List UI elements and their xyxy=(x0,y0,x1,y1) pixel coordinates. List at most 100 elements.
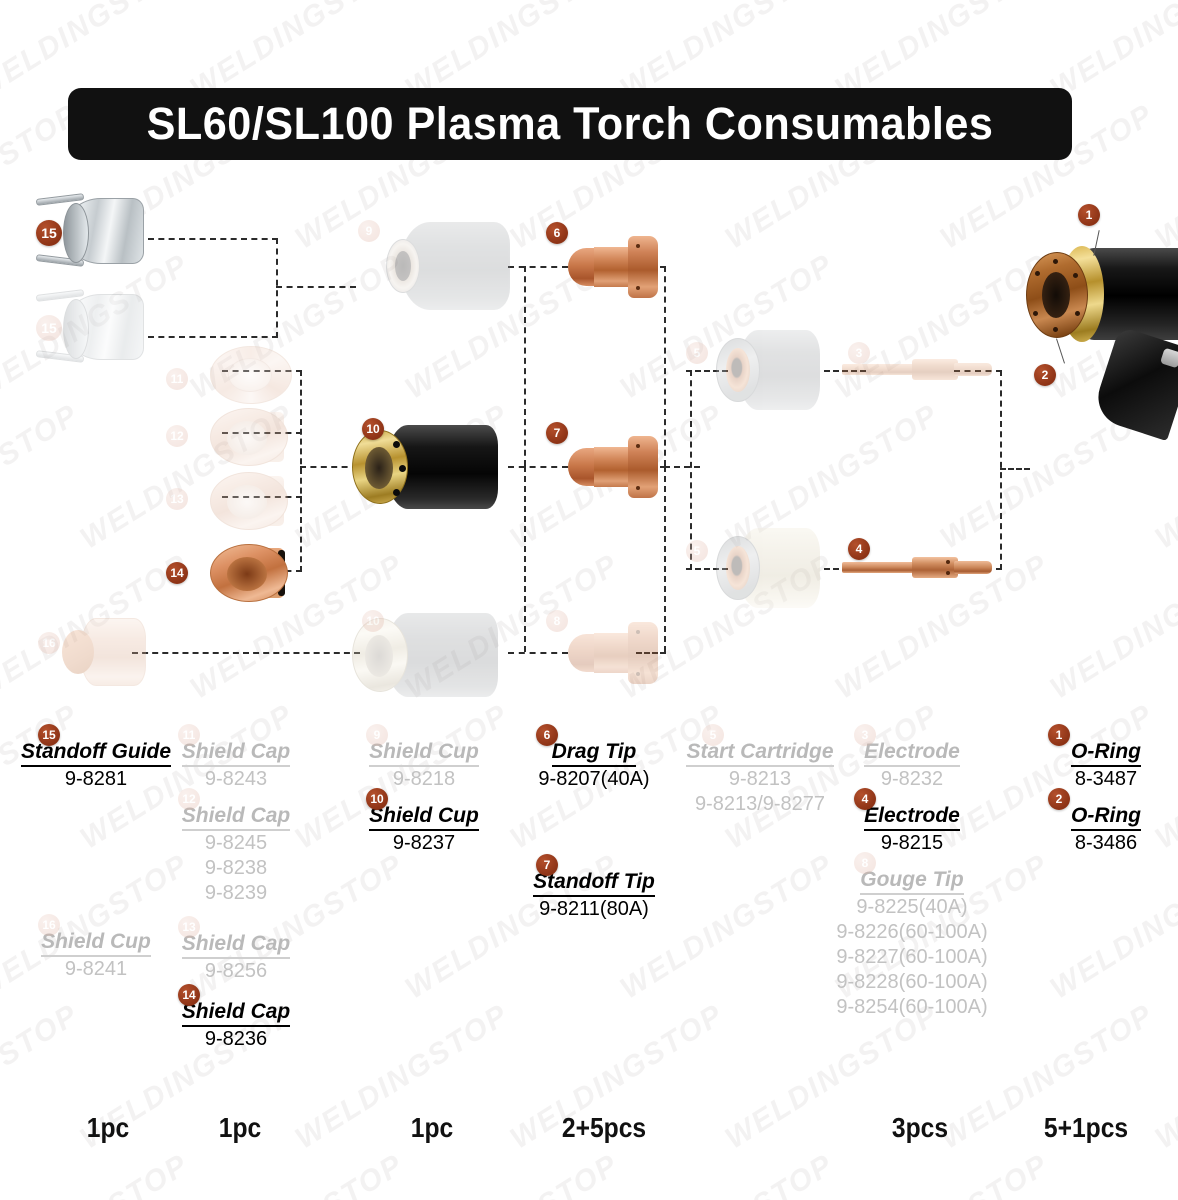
diagram-badge-5-alt[interactable]: 5 xyxy=(686,540,708,562)
legend-part-number: 9-8227(60-100A) xyxy=(836,946,988,968)
legend-badge-5[interactable]: 5 xyxy=(702,724,724,746)
connector-line xyxy=(508,466,568,468)
diagram-badge-15[interactable]: 15 xyxy=(36,220,62,246)
part-shield-cap-11 xyxy=(206,346,296,404)
legend-badge-8[interactable]: 8 xyxy=(854,852,876,874)
standoff-body xyxy=(63,294,144,360)
diagram-badge-10-alt[interactable]: 10 xyxy=(362,610,384,632)
legend-badge-7[interactable]: 7 xyxy=(536,854,558,876)
connector-line xyxy=(636,652,666,654)
connector-line xyxy=(664,266,666,466)
diagram-badge-15-alt[interactable]: 15 xyxy=(36,315,62,341)
legend-part-name: Shield Cap xyxy=(181,1000,291,1027)
legend-badge-14[interactable]: 14 xyxy=(178,984,200,1006)
legend-badge-2[interactable]: 2 xyxy=(1048,788,1070,810)
legend-part-number: 9-8254(60-100A) xyxy=(836,996,988,1018)
quantity-label: 3pcs xyxy=(891,1112,949,1143)
legend-badge-6[interactable]: 6 xyxy=(536,724,558,746)
cap-body xyxy=(80,618,146,686)
diagram-badge-6[interactable]: 6 xyxy=(546,222,568,244)
diagram-badge-10[interactable]: 10 xyxy=(362,418,384,440)
quantity-label: 1pc xyxy=(218,1112,262,1143)
legend-badge-1[interactable]: 1 xyxy=(1048,724,1070,746)
diagram-badge-13[interactable]: 13 xyxy=(166,488,188,510)
legend-part-number: 9-8215 xyxy=(880,832,944,854)
diagram-badge-16[interactable]: 16 xyxy=(38,632,60,654)
connector-line xyxy=(524,266,526,466)
diagram-badge-14[interactable]: 14 xyxy=(166,562,188,584)
legend-part-number: 9-8239 xyxy=(204,882,268,904)
cap-inner-bore xyxy=(228,358,272,392)
diagram-badge-8[interactable]: 8 xyxy=(546,610,568,632)
legend-badge-11[interactable]: 11 xyxy=(178,724,200,746)
tip-barrel xyxy=(594,633,636,673)
diagram-badge-2[interactable]: 2 xyxy=(1034,364,1056,386)
cap-ring xyxy=(210,472,288,530)
diagram-badge-11[interactable]: 11 xyxy=(166,368,188,390)
connector-line xyxy=(148,238,278,240)
connector-line xyxy=(686,568,728,570)
legend-badge-16[interactable]: 16 xyxy=(38,914,60,936)
cartridge-core xyxy=(726,348,750,392)
page-title-banner: SL60/SL100 Plasma Torch Consumables xyxy=(68,88,1072,160)
connector-line xyxy=(664,466,700,468)
legend-part-number: 9-8236 xyxy=(204,1028,268,1050)
diagram-badge-9[interactable]: 9 xyxy=(358,220,380,242)
electrode-tip xyxy=(954,561,992,574)
legend-part-number: 9-8226(60-100A) xyxy=(836,921,988,943)
legend-badge-12[interactable]: 12 xyxy=(178,788,200,810)
legend-part-number: 9-8207(40A) xyxy=(538,768,650,790)
part-shield-cap-14 xyxy=(200,542,296,604)
tip-flange xyxy=(628,622,658,684)
legend-part-name: Electrode xyxy=(864,804,960,831)
cap-ring xyxy=(210,544,288,602)
connector-line xyxy=(1000,468,1030,470)
legend-badge-4[interactable]: 4 xyxy=(854,788,876,810)
part-standoff-guide-alt xyxy=(35,288,146,366)
legend-part-number: 8-3487 xyxy=(1074,768,1138,790)
legend-part-number: 9-8241 xyxy=(64,958,128,980)
part-shield-cup-16 xyxy=(62,616,152,688)
electrode-mid xyxy=(912,557,958,578)
legend-part-number: 9-8256 xyxy=(204,960,268,982)
diagram-badge-4[interactable]: 4 xyxy=(848,538,870,560)
legend-part-number: 9-8281 xyxy=(64,768,128,790)
legend-part-name: Shield Cap xyxy=(181,804,291,831)
connector-line xyxy=(824,370,866,372)
diagram-badge-3[interactable]: 3 xyxy=(848,342,870,364)
legend-badge-13[interactable]: 13 xyxy=(178,916,200,938)
legend-part-number: 9-8237 xyxy=(392,832,456,854)
legend-part-number: 9-8213/9-8277 xyxy=(694,793,826,815)
legend-part-name: Gouge Tip xyxy=(860,868,964,895)
diagram-badge-5[interactable]: 5 xyxy=(686,342,708,364)
page-title: SL60/SL100 Plasma Torch Consumables xyxy=(146,98,994,149)
connector-line xyxy=(300,370,302,572)
legend-part-name: Standoff Tip xyxy=(533,870,655,897)
diagram-badge-12[interactable]: 12 xyxy=(166,425,188,447)
tip-flange xyxy=(628,236,658,298)
legend-part-number: 9-8213 xyxy=(728,768,792,790)
legend-part-name: Shield Cup xyxy=(369,740,479,767)
diagram-badge-7[interactable]: 7 xyxy=(546,422,568,444)
legend-part-name: O-Ring xyxy=(1071,740,1141,767)
legend-badge-10[interactable]: 10 xyxy=(366,788,388,810)
connector-line xyxy=(508,652,568,654)
legend-part-number: 9-8232 xyxy=(880,768,944,790)
legend-badge-15[interactable]: 15 xyxy=(38,724,60,746)
legend-badge-3[interactable]: 3 xyxy=(854,724,876,746)
connector-line xyxy=(148,336,278,338)
part-start-cartridge-5-alt xyxy=(716,528,820,608)
part-standoff-tip-7 xyxy=(568,436,668,498)
diagram-badge-1[interactable]: 1 xyxy=(1078,204,1100,226)
legend-badge-9[interactable]: 9 xyxy=(366,724,388,746)
connector-line xyxy=(664,466,666,652)
